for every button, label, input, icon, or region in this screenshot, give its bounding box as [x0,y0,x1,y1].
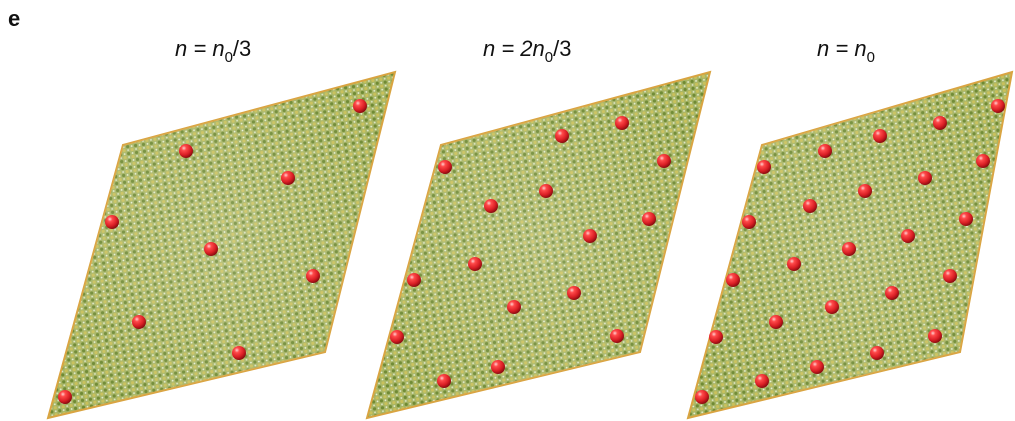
dopant-atom [179,144,193,158]
dopant-atom [803,199,817,213]
dopant-atom [105,215,119,229]
dopant-atom [695,390,709,404]
dopant-atom [468,257,482,271]
panel-letter: e [8,6,20,31]
dopant-atom [437,374,451,388]
dopant-atom [615,116,629,130]
dopant-atom [757,160,771,174]
dopant-atom [873,129,887,143]
dopant-atom [787,257,801,271]
dopant-atom [742,215,756,229]
dopant-atom [232,346,246,360]
dopant-atom [755,374,769,388]
dopant-atom [507,300,521,314]
dopant-atom [567,286,581,300]
dopant-atom [918,171,932,185]
dopant-atom [555,129,569,143]
dopant-atom [933,116,947,130]
dopant-atom [858,184,872,198]
dopant-atom [976,154,990,168]
dopant-atom [825,300,839,314]
dopant-atom [610,329,624,343]
dopant-atom [353,99,367,113]
dopant-atom [642,212,656,226]
dopant-atoms [695,99,1005,404]
dopant-atom [132,315,146,329]
dopant-atom [810,360,824,374]
dopant-atom [959,212,973,226]
dopant-atom [870,346,884,360]
dopant-atom [583,229,597,243]
dopant-atom [657,154,671,168]
dopant-atom [58,390,72,404]
panel-1: n = n0/3 [46,36,397,420]
dopant-atom [901,229,915,243]
dopant-atom [709,330,723,344]
dopant-atom [818,144,832,158]
dopant-atom [306,269,320,283]
dopant-atom [726,273,740,287]
panel-1-title: n = n0/3 [175,36,251,66]
dopant-atom [407,273,421,287]
dopant-atom [539,184,553,198]
dopant-atoms [390,116,671,388]
dopant-atom [484,199,498,213]
dopant-atom [491,360,505,374]
dopant-atoms [58,99,367,404]
panel-3: n = n0 [686,36,1014,420]
dopant-atom [885,286,899,300]
lattice-moire [48,72,395,418]
dopant-atom [991,99,1005,113]
panel-2: n = 2n0/3 [365,36,712,420]
dopant-atom [842,242,856,256]
lattice-moire [367,72,710,418]
dopant-atom [390,330,404,344]
panel-3-title: n = n0 [817,36,875,66]
dopant-atom [769,315,783,329]
dopant-atom [438,160,452,174]
dopant-atom [943,269,957,283]
panel-2-title: n = 2n0/3 [483,36,572,66]
dopant-atom [928,329,942,343]
dopant-atom [281,171,295,185]
dopant-atom [204,242,218,256]
